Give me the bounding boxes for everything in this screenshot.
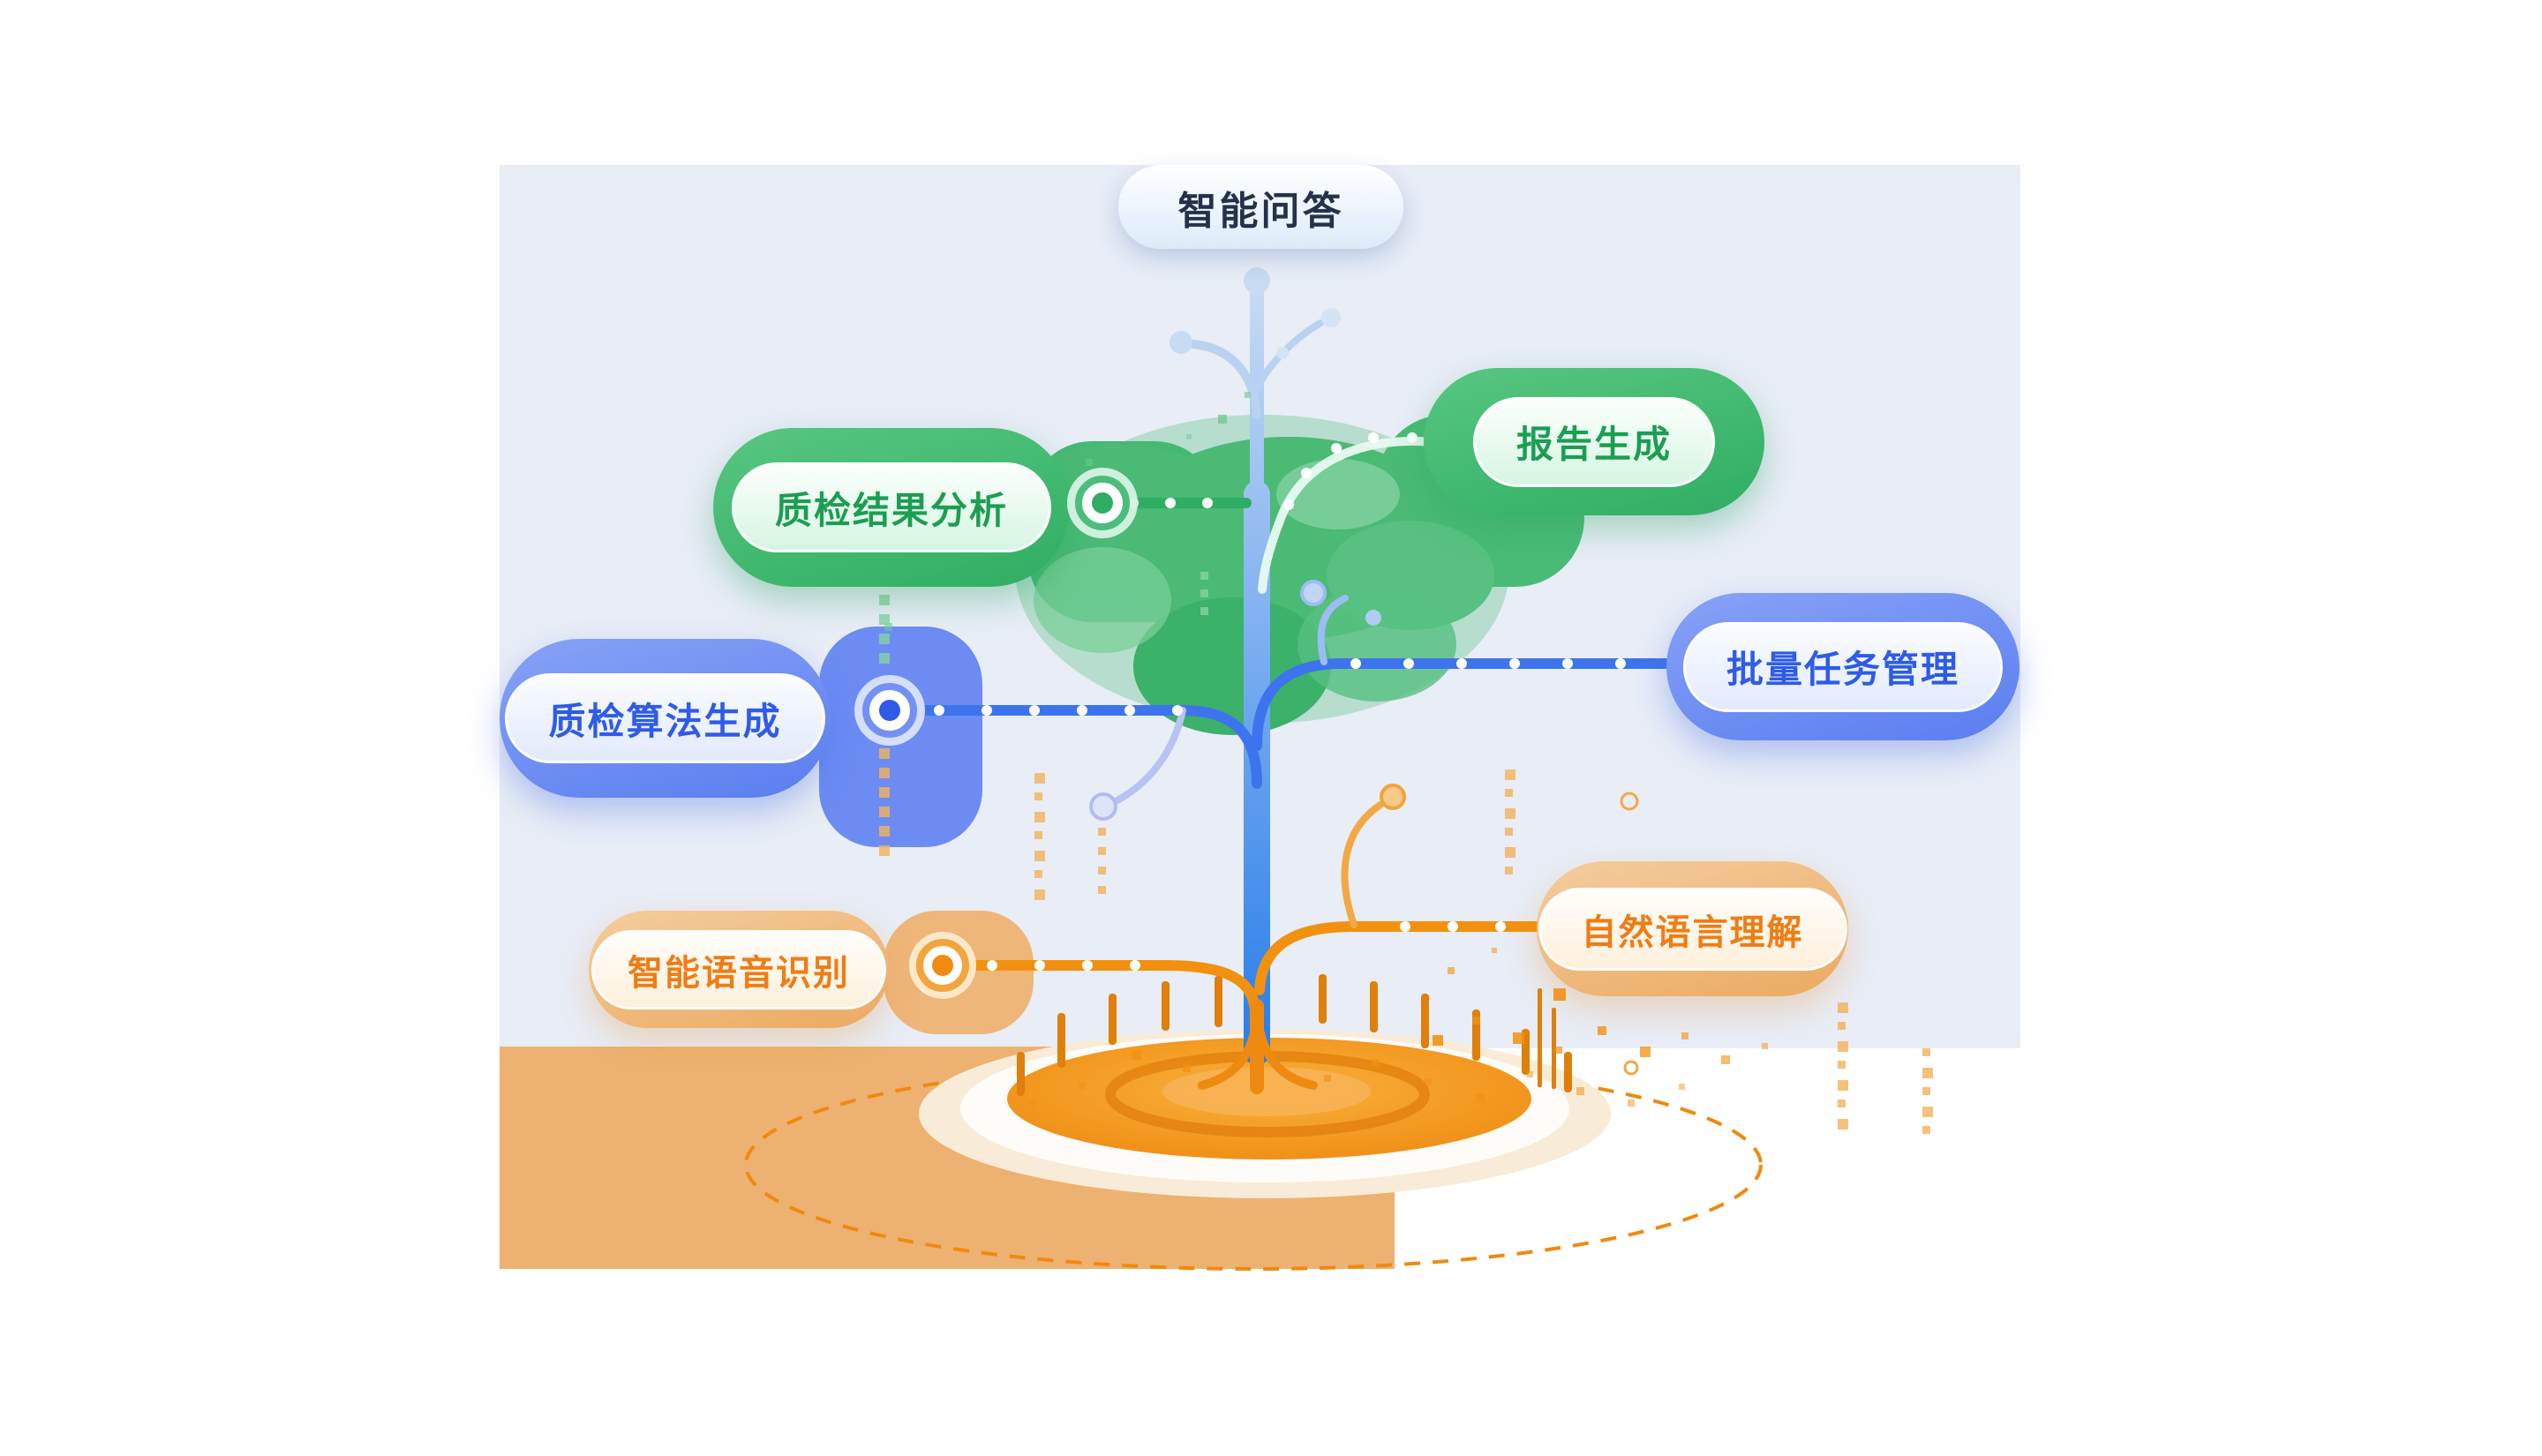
node-batch-task-management: 批量任务管理 (1666, 593, 2019, 740)
branch-orange-decor (1341, 784, 1406, 928)
branch-dots-blue (934, 658, 1626, 716)
node-speech-recognition-pill: 智能语音识别 (591, 929, 886, 1009)
node-batch-task-management-pill: 批量任务管理 (1682, 621, 2003, 712)
node-report-generation-label: 报告生成 (1515, 424, 1672, 465)
branch-blue (888, 658, 1675, 789)
node-speech-recognition-label: 智能语音识别 (628, 953, 850, 993)
node-natural-language-understanding-label: 自然语言理解 (1581, 912, 1804, 952)
node-speech-recognition: 智能语音识别 (589, 911, 889, 1028)
data-columns (879, 485, 1933, 1134)
node-natural-language-understanding: 自然语言理解 (1537, 861, 1848, 996)
node-qc-algorithm-generation: 质检算法生成 (500, 639, 831, 798)
tree-roots (1198, 999, 1318, 1094)
node-report-generation: 报告生成 (1424, 368, 1764, 515)
branch-dots-orange (987, 921, 1506, 971)
particles-green (884, 392, 1251, 631)
node-qc-result-analysis-pill: 质检结果分析 (731, 462, 1051, 552)
node-qc-result-analysis: 质检结果分析 (713, 428, 1070, 587)
branch-blue-decor (1089, 580, 1381, 821)
node-smart-qa: 智能问答 (1118, 165, 1403, 249)
ground (744, 1029, 1763, 1271)
branch-orange (944, 921, 1546, 1015)
node-natural-language-understanding-pill: 自然语言理解 (1538, 887, 1847, 971)
node-report-generation-pill: 报告生成 (1472, 396, 1715, 487)
node-batch-task-management-label: 批量任务管理 (1726, 649, 1959, 690)
node-smart-qa-label: 智能问答 (1177, 189, 1344, 233)
grass-ticks (1017, 974, 1572, 1096)
node-qc-algorithm-generation-pill: 质检算法生成 (505, 673, 825, 763)
node-qc-algorithm-generation-label: 质检算法生成 (548, 700, 782, 742)
node-qc-result-analysis-label: 质检结果分析 (774, 489, 1008, 531)
